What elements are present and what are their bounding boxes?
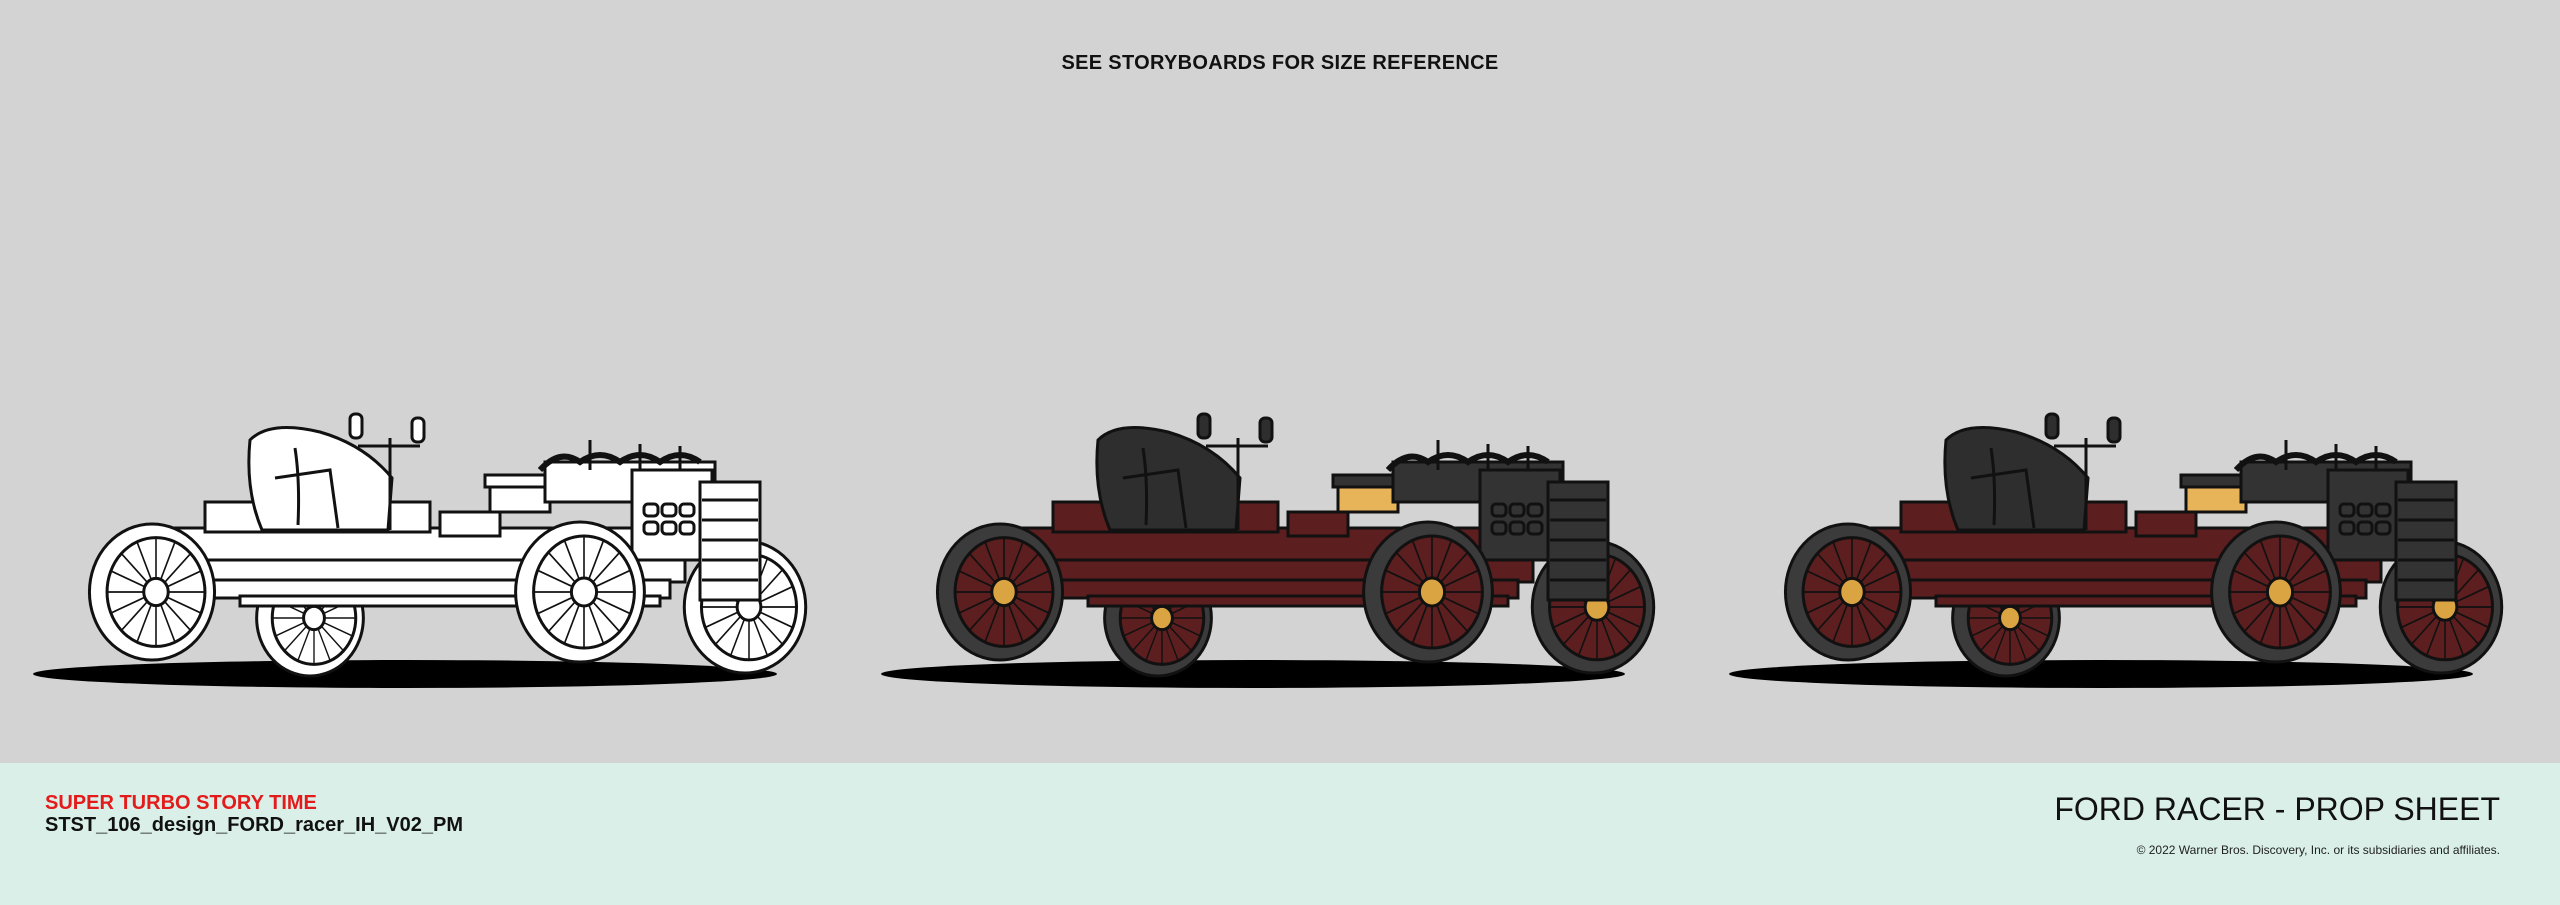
steering-column	[2044, 412, 2122, 530]
ground-shadow	[1729, 660, 2473, 688]
seat	[247, 426, 394, 532]
file-name: STST_106_design_FORD_racer_IH_V02_PM	[45, 814, 463, 836]
front-near-wheel	[514, 520, 646, 664]
rear-near-wheel	[1783, 522, 1913, 662]
title-block-footer: SUPER TURBO STORY TIME STST_106_design_F…	[0, 763, 2560, 905]
rear-near-wheel	[935, 522, 1065, 662]
seat	[1095, 426, 1242, 532]
steering-column	[348, 412, 426, 530]
steering-column	[1196, 412, 1274, 530]
ford-racer-color-alt	[1729, 412, 2504, 688]
front-near-wheel	[2210, 520, 2342, 664]
show-title: SUPER TURBO STORY TIME	[45, 792, 317, 814]
engine	[1331, 440, 1610, 602]
ford-racer-color	[881, 412, 1656, 688]
sheet-title: FORD RACER - PROP SHEET	[2054, 791, 2500, 827]
seat	[1943, 426, 2090, 532]
engine	[483, 440, 762, 602]
size-reference-note: SEE STORYBOARDS FOR SIZE REFERENCE	[1061, 52, 1499, 74]
ford-racer-line-art	[33, 412, 808, 688]
rear-near-wheel	[87, 522, 217, 662]
prop-canvas	[33, 412, 2504, 688]
engine	[2179, 440, 2458, 602]
ground-shadow	[881, 660, 1625, 688]
copyright-notice: © 2022 Warner Bros. Discovery, Inc. or i…	[2136, 843, 2500, 857]
ground-shadow	[33, 660, 777, 688]
front-near-wheel	[1362, 520, 1494, 664]
